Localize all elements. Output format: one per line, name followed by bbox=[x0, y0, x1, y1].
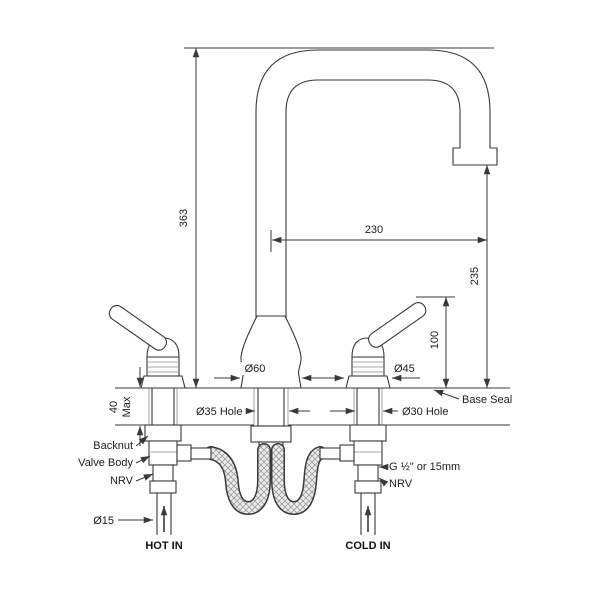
label-hot-in: HOT IN bbox=[145, 540, 182, 552]
cold-hose-fitting bbox=[319, 447, 341, 460]
dim-handle-base-diameter: Ø45 bbox=[394, 363, 415, 375]
dim-handle-height: 100 bbox=[429, 331, 441, 349]
dim-supply-diameter: Ø15 bbox=[93, 515, 114, 527]
hot-valve-body bbox=[148, 440, 178, 466]
cold-handle bbox=[345, 302, 427, 389]
annotations: Base Seal Backnut Valve Body NRV G ½" or… bbox=[78, 389, 512, 552]
deck-section bbox=[115, 387, 510, 426]
dim-reach: 230 bbox=[365, 224, 383, 236]
dim-outlet-height: 235 bbox=[469, 267, 481, 285]
dimensions: 363 230 235 100 40 Max Ø60 Ø45 Ø35 Hole … bbox=[93, 47, 494, 527]
cold-nrv bbox=[357, 464, 379, 482]
cold-handle-base bbox=[345, 375, 391, 389]
hot-nrv bbox=[152, 464, 174, 482]
cold-backnut bbox=[349, 424, 387, 442]
cold-valve-assembly bbox=[319, 387, 387, 535]
cold-supply-pipe bbox=[360, 493, 376, 535]
cold-valve-body bbox=[353, 440, 383, 466]
cold-handle-lever bbox=[368, 302, 427, 348]
dim-center-hole: Ø35 Hole bbox=[196, 406, 242, 418]
label-nrv-cold: NRV bbox=[389, 478, 413, 490]
spout-body bbox=[240, 315, 302, 389]
hot-elbow-nut bbox=[176, 444, 192, 462]
label-base-seal: Base Seal bbox=[462, 394, 512, 406]
hot-compression-nut bbox=[149, 480, 177, 494]
label-nrv-hot: NRV bbox=[110, 475, 134, 487]
swan-neck-spout bbox=[255, 49, 498, 325]
dim-side-hole: Ø30 Hole bbox=[402, 406, 448, 418]
hot-backnut bbox=[144, 424, 182, 442]
hot-handle bbox=[108, 304, 186, 389]
flexible-hoses bbox=[204, 443, 327, 516]
hot-hose-fitting bbox=[190, 447, 212, 460]
hot-supply-pipe bbox=[156, 493, 172, 535]
dim-deck-thickness-unit: Max bbox=[121, 396, 133, 417]
cold-elbow-nut bbox=[339, 444, 355, 462]
hot-valve-assembly bbox=[144, 387, 212, 535]
label-thread-size: G ½" or 15mm bbox=[389, 461, 460, 473]
center-shank bbox=[250, 387, 292, 451]
dim-base-diameter: Ø60 bbox=[245, 363, 266, 375]
label-backnut: Backnut bbox=[93, 440, 133, 452]
hot-handle-lever bbox=[108, 304, 168, 351]
cold-compression-nut bbox=[354, 480, 382, 494]
dim-deck-thickness-value: 40 bbox=[108, 401, 120, 413]
hot-handle-base bbox=[140, 375, 186, 389]
label-valve-body: Valve Body bbox=[78, 457, 133, 469]
label-cold-in: COLD IN bbox=[345, 540, 390, 552]
dim-spout-height: 363 bbox=[178, 209, 190, 227]
